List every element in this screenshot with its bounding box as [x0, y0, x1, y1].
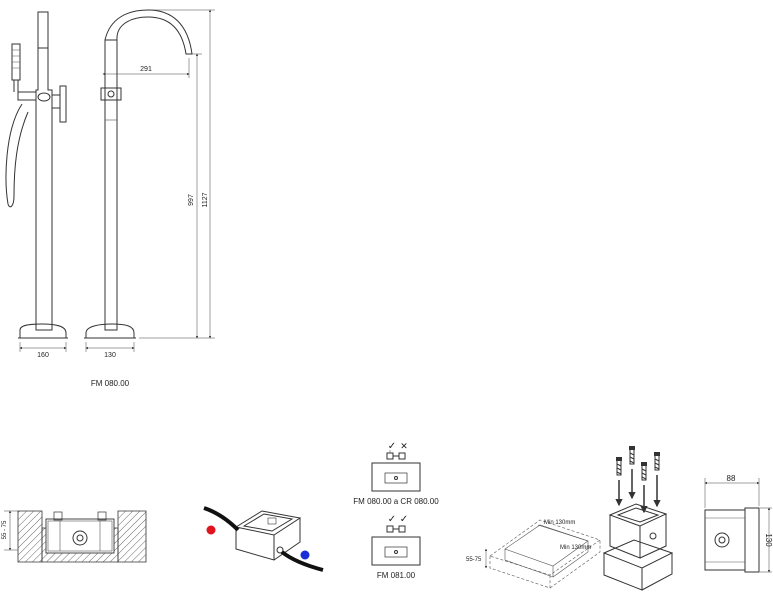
dim-min-length: Min 130mm	[560, 545, 591, 551]
screw-1	[615, 457, 623, 507]
dim-spout-reach: 291	[140, 66, 152, 73]
screw-3	[640, 462, 648, 514]
screw-2	[628, 446, 636, 500]
check-icon-b2: ✓	[400, 514, 408, 525]
cold-water-dot	[300, 550, 310, 560]
mounting-figure	[602, 446, 674, 591]
screw-4	[653, 452, 661, 508]
check-icon: ✓	[388, 441, 396, 452]
dim-height-997: 997	[188, 194, 195, 206]
dim-embed-depth: 55 - 75	[2, 520, 8, 539]
dim-base-front: 130	[104, 352, 116, 359]
hot-water-dot	[206, 525, 216, 535]
dim-floor-depth: 55-75	[466, 557, 482, 563]
floor-cutout-figure: Min 130mm Min 130mm 55-75	[466, 519, 601, 589]
option-b-label: FM 081.00	[377, 571, 416, 580]
dim-min-width: Min 130mm	[544, 520, 575, 526]
box-side-figure: 88 130	[704, 474, 773, 573]
cross-icon: ✕	[400, 441, 408, 451]
check-icon-b1: ✓	[388, 514, 396, 525]
dim-height-1127: 1127	[202, 192, 209, 207]
dim-box-height: 130	[764, 533, 773, 547]
faucet-side-view: 160	[5, 11, 68, 359]
faucet-front-view: 130 291 997 1127	[84, 9, 215, 359]
connection-box-figure	[203, 506, 324, 572]
dim-box-width: 88	[727, 474, 736, 483]
dim-base-side: 160	[37, 352, 49, 359]
model-label: FM 080.00	[91, 379, 130, 388]
option-a-label: FM 080.00 a CR 080.00	[353, 497, 439, 506]
compatibility-figure: ✓ ✕ FM 080.00 a CR 080.00 ✓ ✓ FM 081.00	[353, 441, 439, 580]
floor-section-figure: 55 - 75	[2, 510, 147, 563]
